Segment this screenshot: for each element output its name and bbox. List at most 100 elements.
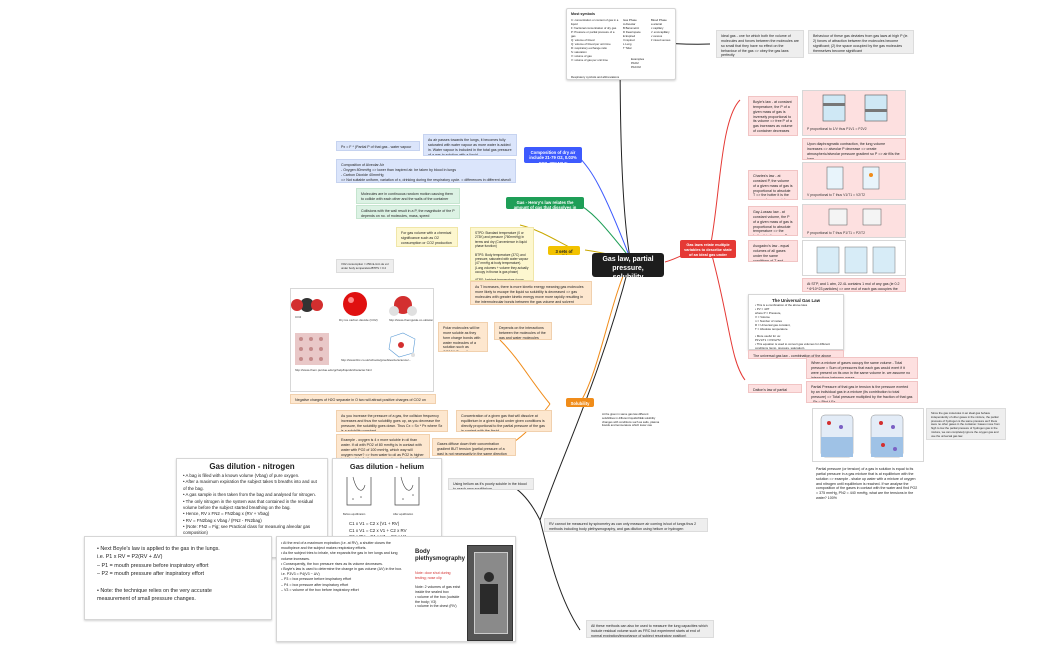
symbols-title: Most symbols xyxy=(571,12,595,16)
gaylussac-formula: P proportional to T thus P1/T1 = P2/T2 xyxy=(807,231,865,235)
stpd-note: STPD: Standard temperature (0 or 273K) a… xyxy=(470,227,534,281)
collisions-note: Collisions with the wall result in a P, … xyxy=(356,205,460,219)
plethysmography-card: • At the end of a maximum expiration (i.… xyxy=(276,536,516,642)
boyle-lungs-body: • Next Boyle's law is applied to the gas… xyxy=(97,546,220,603)
plethysmography-title: Body plethysmography xyxy=(415,549,466,563)
boyle-cylinder-2 xyxy=(864,94,888,122)
practical-note: For gas volume with a chemical significa… xyxy=(396,227,458,247)
line-rv xyxy=(539,261,631,521)
gas-laws-node[interactable]: Gas laws relate multiple variables to de… xyxy=(680,240,736,258)
liquid-2 xyxy=(871,437,903,457)
universal-caption: The universal gas law - combination of t… xyxy=(748,350,844,359)
gas-particle xyxy=(879,421,883,425)
henry-node[interactable]: Gas - Henry's law relates the amount of … xyxy=(506,197,584,209)
rv-note: RV cannot be measured by spirometry as c… xyxy=(544,518,708,532)
partial-pressure-diagram xyxy=(820,414,904,458)
composition-node[interactable]: Composition of dry air include 21-79 O2,… xyxy=(524,147,582,163)
symbols-table: Most symbols C: concentration or content… xyxy=(566,8,676,80)
avogadro-note: Avogadro's law - equal volumes of all ga… xyxy=(748,240,798,262)
helium-title: Gas dilution - helium xyxy=(349,462,425,471)
lattice-dot xyxy=(299,337,303,341)
lattice-dot xyxy=(319,357,323,361)
charles-diagram xyxy=(826,166,880,190)
charles-formula: V proportional to T thus V1/T1 = V2/T2 xyxy=(807,193,866,197)
lung-before xyxy=(352,476,366,491)
molecule-images: CO2 Dry ice carbon dioxide (CO2) http://… xyxy=(290,288,434,392)
lattice-dot xyxy=(299,347,303,351)
co2-oxygen-left xyxy=(291,299,303,311)
lattice-dot xyxy=(309,337,313,341)
boyle-note: Boyle's law - at constant temperature, t… xyxy=(748,96,798,136)
helium-after: After equilibration xyxy=(393,513,414,516)
boyle-piston-2 xyxy=(865,109,887,112)
vo2-note: VO2 consumption = 250mL/min de vol under… xyxy=(336,259,394,273)
line-solubility-q xyxy=(574,201,631,259)
line-helium xyxy=(509,484,541,521)
daltons-caption: Dalton's law of partial pressure xyxy=(748,384,802,393)
symbols-col1: C: concentration or content of gas in a … xyxy=(571,18,619,63)
line-gas-laws-down xyxy=(709,247,746,381)
symbols-footer: Respiratory symbols and abbreviations xyxy=(571,75,620,79)
co2-oxygen-right xyxy=(311,299,323,311)
behaviour-note: Behaviour of these gas deviates from gas… xyxy=(808,30,914,54)
he-dot xyxy=(402,498,404,500)
conditions-node[interactable]: 3 sets of conditions xyxy=(548,246,580,255)
o2-link-caption: http://www.bbc.co.uk/schools/gcsebitesiz… xyxy=(341,358,412,362)
o2-highlight xyxy=(348,297,354,303)
he-dot xyxy=(352,498,354,500)
co2-label: CO2 xyxy=(295,315,302,319)
gaylussac-vessel-2 xyxy=(862,208,882,226)
line-composition xyxy=(579,157,631,259)
co2-carbon xyxy=(300,298,314,312)
h2o-caption: http://www.chemguide.co.uk/atoms/bonding… xyxy=(389,318,434,322)
ideal-gas-note: Ideal gas - one for which both the volum… xyxy=(716,30,804,58)
temperature-note: As T increases, there is more kinetic en… xyxy=(470,281,592,305)
plethysmograph-photo xyxy=(467,545,513,641)
molecule-illustrations xyxy=(291,292,417,365)
solubility-node[interactable]: Solubility xyxy=(566,398,594,407)
boyle-lungs-note: Upon diaphragmatic contraction, the lung… xyxy=(802,138,906,160)
alveolar-composition-note: Composition of Alveolar Air - Oxygen 80m… xyxy=(336,159,516,183)
subject-head xyxy=(484,572,494,582)
plethysmography-body: • At the end of a maximum expiration (i.… xyxy=(281,541,403,592)
helium-before: Before equilibration xyxy=(343,513,366,516)
subject-body xyxy=(480,584,498,614)
lattice-dot xyxy=(319,347,323,351)
air-passes-note: As air passes towards the lungs, it beco… xyxy=(423,134,517,156)
boyle-formula: P proportional to 1/V thus P1V1 = P2V2 xyxy=(807,127,867,131)
lattice-dot xyxy=(309,347,313,351)
daltons-note: When a mixture of gases occupy the same … xyxy=(806,357,918,379)
charles-flame xyxy=(869,173,873,177)
plethysmography-note-red: Note: door shut during testing; nose cli… xyxy=(415,571,451,580)
gas-particle xyxy=(827,421,831,425)
avogadro-box-3 xyxy=(872,246,896,274)
partial-side-note: Since the gas molecules in an ideal gas … xyxy=(926,408,1006,440)
increase-pressure-note: As you increase the pressure of a gas, t… xyxy=(336,410,448,432)
avogadro-formula: At STP, and 1 atm, 22.4L contains 1 mol … xyxy=(802,278,906,292)
charles-image: V proportional to T thus V1/T1 = V2/T2 xyxy=(802,162,906,200)
bottom-note: All these methods can also be used to me… xyxy=(586,620,714,638)
universal-title: The Universal Gas Law xyxy=(771,298,821,303)
helium-diagram xyxy=(346,476,420,506)
boyle-lungs-card: • Next Boyle's law is applied to the gas… xyxy=(84,536,272,620)
center-node[interactable]: Gas law, partial pressure, solubility xyxy=(592,253,664,277)
he-dot xyxy=(412,494,414,496)
gaylussac-vessel-1 xyxy=(828,208,848,226)
hbond-oxygen xyxy=(398,342,404,348)
lattice-dot xyxy=(299,357,303,361)
concentration-note: Concentration of a given gas that will d… xyxy=(456,410,552,432)
symbols-col3: Blood Phase a arterial c capillary c' en… xyxy=(651,18,671,43)
px-formula: Px = F * (Partial P of that gas - water … xyxy=(336,141,420,151)
gaylussac-diagram xyxy=(828,208,882,226)
oxygen-example-note: Example - oxygen is 4 x more soluble in … xyxy=(336,434,430,460)
diffuse-note: Gases diffuse down their concentration g… xyxy=(432,438,516,456)
lattice-dot xyxy=(319,337,323,341)
molecules-note: Molecules are in continuous random motio… xyxy=(356,188,460,204)
nitrogen-body: • A bag is filled with a known volume (V… xyxy=(183,473,317,536)
line-gas-laws-up xyxy=(709,99,741,249)
gaylussac-image: P proportional to T thus P1/T1 = P2/T2 xyxy=(802,204,906,238)
h2o-hydrogen-left xyxy=(389,306,399,316)
helium-note: Using helium as it's poorly soluble in t… xyxy=(448,478,534,490)
nitrogen-card: Gas dilution - nitrogen • A bag is fille… xyxy=(176,458,328,558)
charles-note: Charles's law - at constant P, the volum… xyxy=(748,170,798,200)
